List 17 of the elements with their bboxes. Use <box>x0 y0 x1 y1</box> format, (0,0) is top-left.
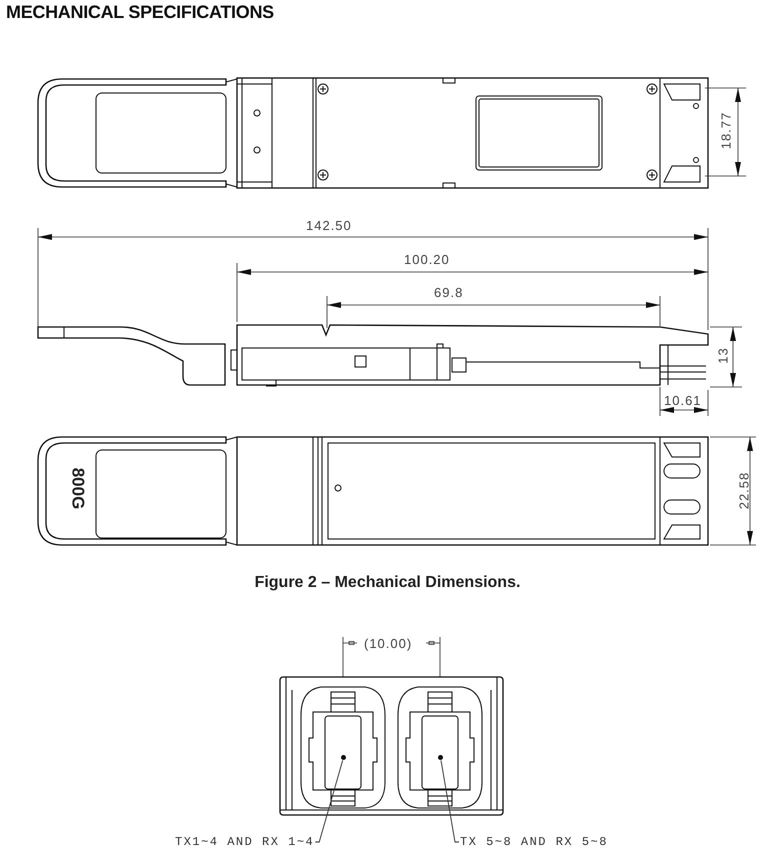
figure-caption: Figure 2 – Mechanical Dimensions. <box>254 574 522 592</box>
dimension-label: (10.00) <box>364 637 412 650</box>
dimension-label: 142.50 <box>306 219 352 232</box>
leader-line <box>440 760 460 842</box>
dimension-label: 13 <box>716 347 730 364</box>
leader-line <box>314 760 344 842</box>
dimension-label: 10.61 <box>664 394 702 407</box>
dimension-label: 69.8 <box>434 286 464 299</box>
section-title: MECHANICAL SPECIFICATIONS <box>6 2 274 23</box>
dimension-label: 22.58 <box>737 472 750 510</box>
callout-label: TX1~4 AND RX 1~4 <box>175 835 314 849</box>
port-center-dot <box>438 755 443 760</box>
latch-marking: 800G <box>69 468 86 510</box>
port-center-dot <box>341 755 346 760</box>
dimension-label: 18.77 <box>719 112 732 150</box>
callout-label: TX 5~8 AND RX 5~8 <box>460 835 608 849</box>
dimension-label: 100.20 <box>404 253 450 266</box>
